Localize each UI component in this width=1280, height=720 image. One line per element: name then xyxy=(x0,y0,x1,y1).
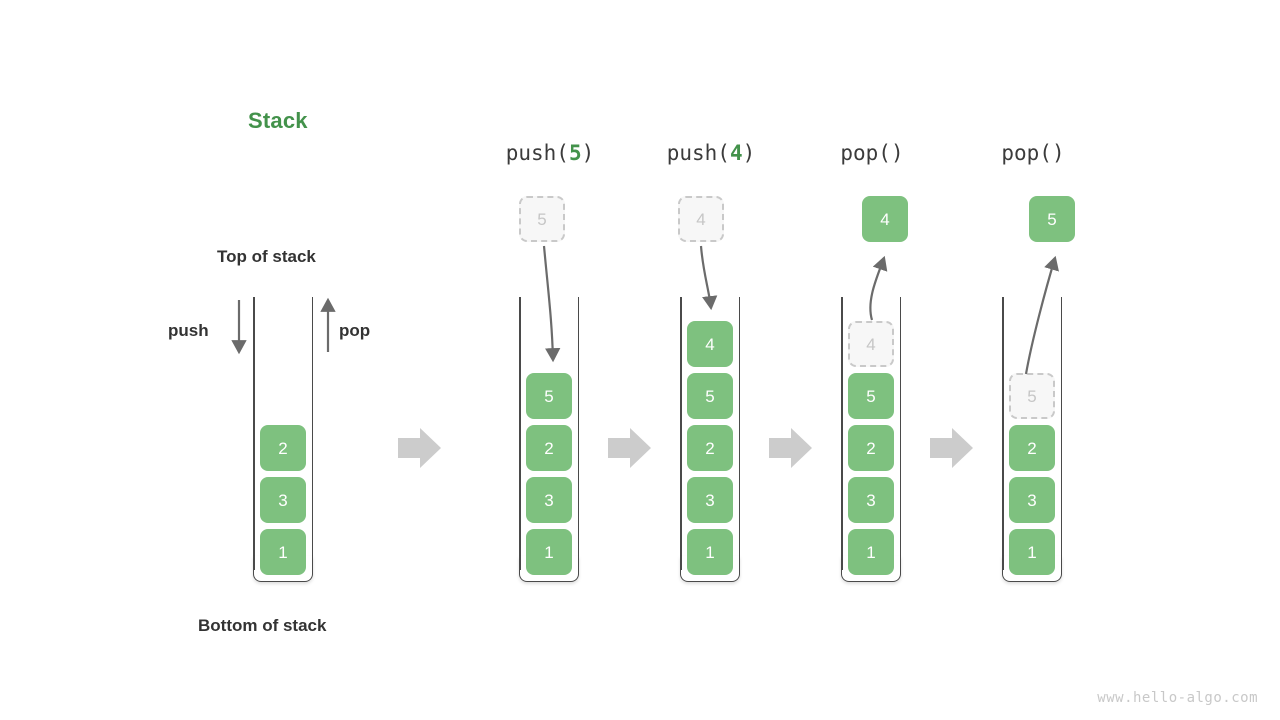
stage-title-push-4: push(4) xyxy=(631,141,791,165)
pop-label: pop xyxy=(339,321,371,340)
page-title: Stack xyxy=(248,108,308,133)
tube-base xyxy=(841,556,901,582)
stack-cell: 1 xyxy=(848,529,894,575)
stage-title-arg: 5 xyxy=(568,141,582,165)
stage-title-push-5: push(5) xyxy=(470,141,630,165)
tube-wall-left xyxy=(519,297,521,570)
stage-title-suffix: ) xyxy=(581,141,595,165)
tube-wall-right xyxy=(1060,297,1062,570)
stack-tube-pop-2 xyxy=(1002,297,1062,582)
tube-base xyxy=(1002,556,1062,582)
stage-title-suffix: ) xyxy=(1051,141,1065,165)
tube-wall-left xyxy=(253,297,255,570)
stack-cell-ghost: 4 xyxy=(848,321,894,367)
push-label: push xyxy=(168,321,209,340)
tube-wall-right xyxy=(899,297,901,570)
stage-title-suffix: ) xyxy=(742,141,756,165)
stage-title-prefix: push( xyxy=(505,141,569,165)
incoming-ghost-cell: 4 xyxy=(678,196,724,242)
stack-cell: 5 xyxy=(526,373,572,419)
tube-base xyxy=(253,556,313,582)
stage-title-prefix: push( xyxy=(666,141,730,165)
bottom-of-stack-label: Bottom of stack xyxy=(198,616,327,635)
stack-cell: 3 xyxy=(687,477,733,523)
stack-cell: 1 xyxy=(260,529,306,575)
tube-wall-right xyxy=(577,297,579,570)
popped-cell: 4 xyxy=(862,196,908,242)
stack-cell: 5 xyxy=(848,373,894,419)
stack-tube-push-4 xyxy=(680,297,740,582)
stack-cell: 3 xyxy=(848,477,894,523)
stack-tube-pop-1 xyxy=(841,297,901,582)
stack-cell: 3 xyxy=(526,477,572,523)
step-arrow-2 xyxy=(608,428,651,468)
tube-wall-left xyxy=(680,297,682,570)
step-arrow-3 xyxy=(769,428,812,468)
stack-cell-ghost: 5 xyxy=(1009,373,1055,419)
tube-wall-right xyxy=(311,297,313,570)
stack-cell: 2 xyxy=(848,425,894,471)
stack-cell: 2 xyxy=(526,425,572,471)
stack-cell: 1 xyxy=(526,529,572,575)
stack-cell: 2 xyxy=(687,425,733,471)
top-of-stack-label: Top of stack xyxy=(217,247,316,266)
step-arrow-4 xyxy=(930,428,973,468)
tube-wall-left xyxy=(841,297,843,570)
popped-cell: 5 xyxy=(1029,196,1075,242)
stage-title-pop-2: pop() xyxy=(953,141,1113,165)
stack-cell: 1 xyxy=(1009,529,1055,575)
incoming-ghost-cell: 5 xyxy=(519,196,565,242)
stack-cell: 1 xyxy=(687,529,733,575)
tube-wall-right xyxy=(738,297,740,570)
tube-wall-left xyxy=(1002,297,1004,570)
stack-tube-initial xyxy=(253,297,313,582)
stage-title-suffix: ) xyxy=(890,141,904,165)
stack-cell: 3 xyxy=(260,477,306,523)
tube-base xyxy=(680,556,740,582)
stack-cell: 5 xyxy=(687,373,733,419)
stack-cell: 2 xyxy=(260,425,306,471)
stack-cell: 3 xyxy=(1009,477,1055,523)
watermark: www.hello-algo.com xyxy=(1097,690,1258,706)
stack-cell: 4 xyxy=(687,321,733,367)
stage-title-prefix: pop( xyxy=(1001,141,1052,165)
stage-title-arg: 4 xyxy=(729,141,743,165)
stage-title-pop-1: pop() xyxy=(792,141,952,165)
stack-tube-push-5 xyxy=(519,297,579,582)
stage-title-prefix: pop( xyxy=(840,141,891,165)
step-arrow-1 xyxy=(398,428,441,468)
stack-cell: 2 xyxy=(1009,425,1055,471)
tube-base xyxy=(519,556,579,582)
